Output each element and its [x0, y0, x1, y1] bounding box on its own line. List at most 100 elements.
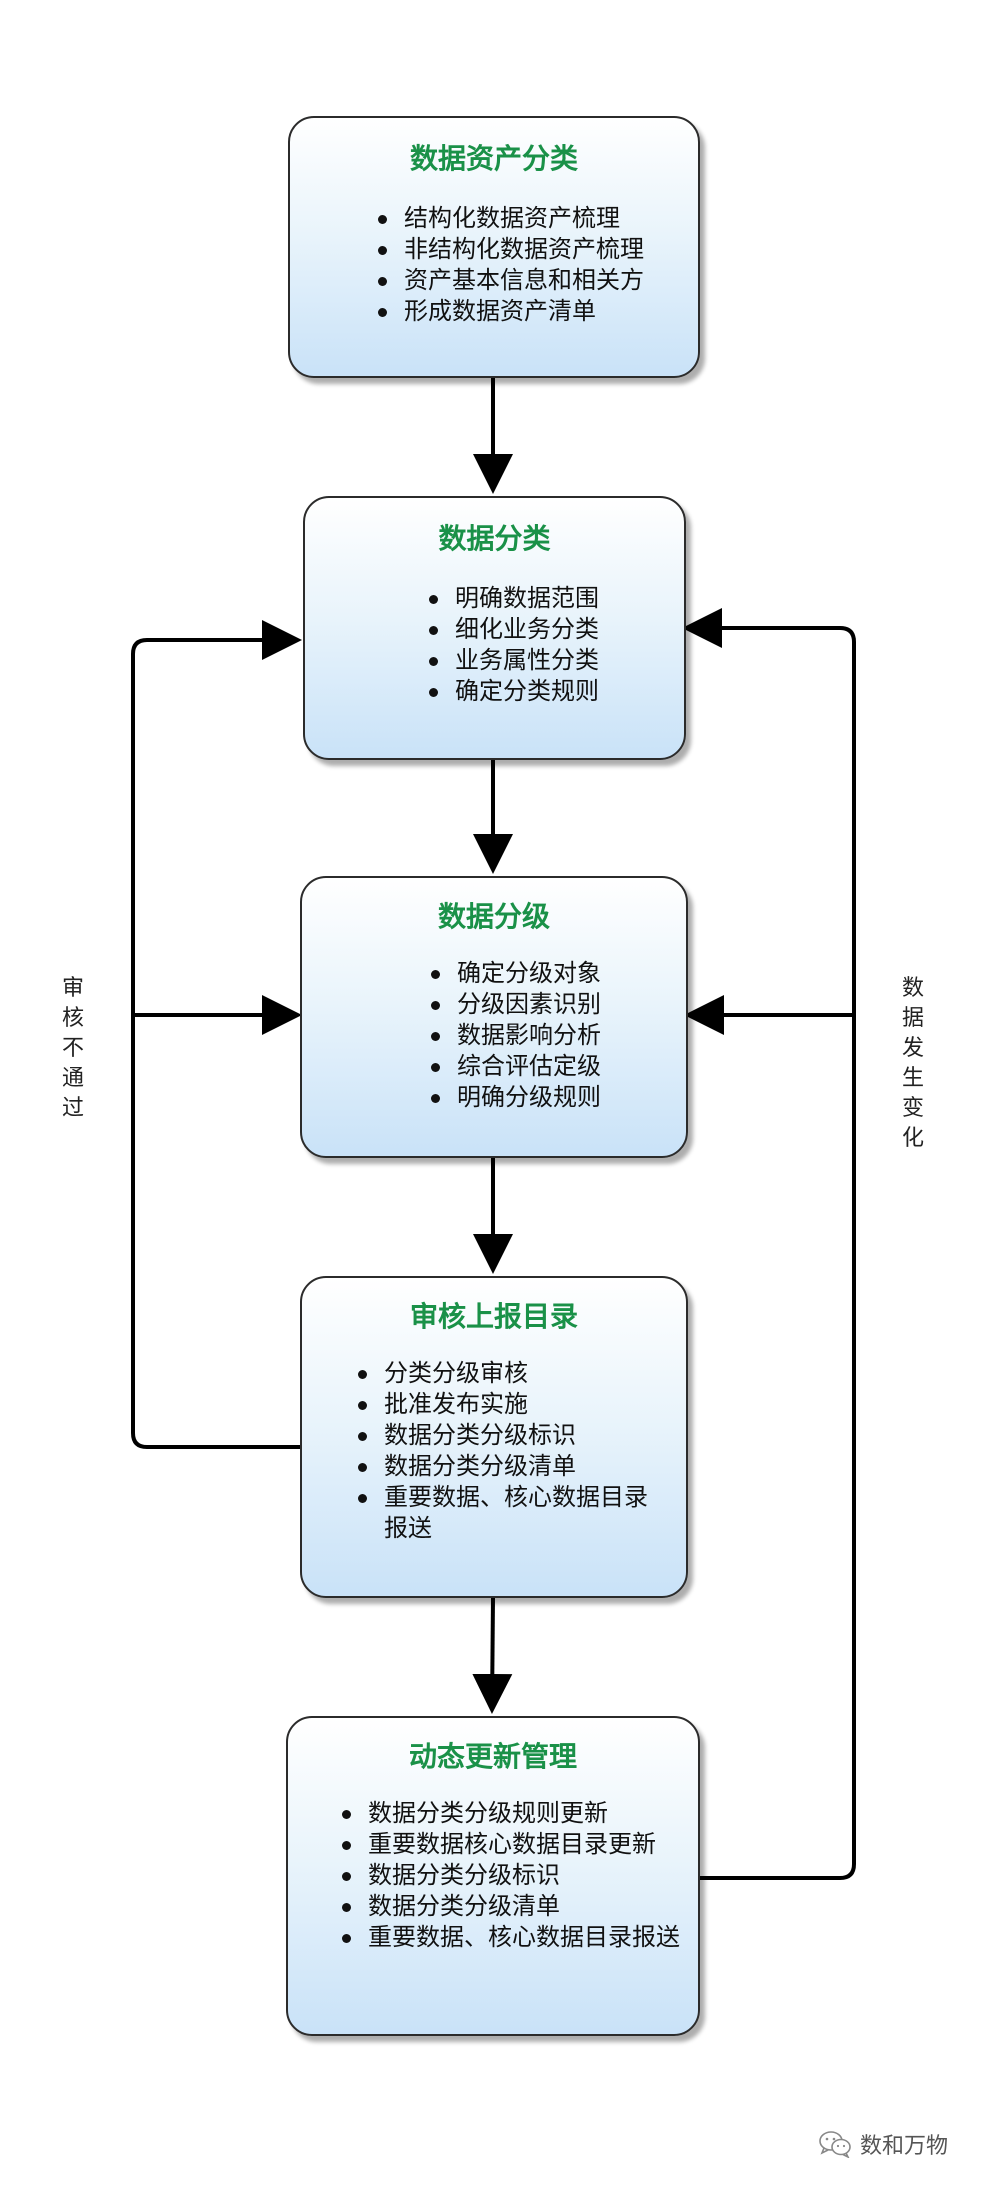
- list-item: 形成数据资产清单: [376, 296, 644, 327]
- bullet-icon: [431, 1001, 440, 1010]
- bullet-icon: [342, 1903, 351, 1912]
- bullet-icon: [431, 1032, 440, 1041]
- bullet-icon: [342, 1841, 351, 1850]
- bullet-icon: [378, 246, 387, 255]
- bullet-icon: [358, 1370, 367, 1379]
- list-item-text: 确定分类规则: [455, 677, 599, 705]
- list-item-text: 数据分类分级标识: [368, 1861, 560, 1889]
- list-item: 细化业务分类: [427, 614, 599, 645]
- list-item-text: 数据分类分级清单: [368, 1892, 560, 1920]
- label-char: 变: [901, 1096, 924, 1121]
- bullet-icon: [429, 657, 438, 666]
- box-title: 数据资产分类: [409, 142, 578, 175]
- list-item: 结构化数据资产梳理: [376, 203, 644, 234]
- box-item-list: 数据分类分级规则更新 重要数据核心数据目录更新 数据分类分级标识 数据分类分级清…: [340, 1798, 682, 1953]
- bullet-icon: [378, 215, 387, 224]
- bullet-icon: [342, 1872, 351, 1881]
- box-title: 数据分级: [437, 900, 550, 933]
- box-data-classification: 数据分类 明确数据范围 细化业务分类 业务属性分类 确定分类规则: [303, 496, 686, 760]
- bullet-icon: [358, 1432, 367, 1441]
- label-char: 发: [901, 1036, 924, 1061]
- arrow-review-to-update: [472, 1597, 513, 1714]
- list-item-text: 重要数据、核心数据目录报送: [368, 1923, 680, 1951]
- list-item: 数据分类分级标识: [356, 1420, 668, 1451]
- list-item-text: 结构化数据资产梳理: [404, 204, 620, 232]
- box-review-report-catalog: 审核上报目录 分类分级审核 批准发布实施 数据分类分级标识 数据分类分级清单 重…: [300, 1276, 688, 1598]
- list-item: 重要数据核心数据目录更新: [340, 1829, 682, 1860]
- list-item-text: 分类分级审核: [384, 1359, 528, 1387]
- list-item: 明确数据范围: [427, 583, 599, 614]
- box-title: 数据分类: [438, 522, 551, 555]
- bullet-icon: [342, 1810, 351, 1819]
- list-item: 分类分级审核: [356, 1358, 668, 1389]
- bullet-icon: [342, 1934, 351, 1943]
- label-char: 核: [61, 1006, 84, 1031]
- list-item: 数据影响分析: [429, 1020, 601, 1051]
- bullet-icon: [358, 1401, 367, 1410]
- list-item: 业务属性分类: [427, 645, 599, 676]
- box-title: 审核上报目录: [409, 1300, 578, 1333]
- label-char: 数: [901, 976, 924, 1001]
- box-dynamic-update-management: 动态更新管理 数据分类分级规则更新 重要数据核心数据目录更新 数据分类分级标识 …: [286, 1716, 700, 2036]
- list-item-text: 分级因素识别: [457, 990, 601, 1018]
- list-item-text: 明确数据范围: [455, 584, 599, 612]
- watermark-text: 数和万物: [860, 2134, 949, 2159]
- bullet-icon: [358, 1494, 367, 1503]
- list-item-text: 重要数据、核心数据目录报送: [384, 1483, 648, 1542]
- list-item-text: 综合评估定级: [457, 1052, 601, 1080]
- box-item-list: 结构化数据资产梳理 非结构化数据资产梳理 资产基本信息和相关方 形成数据资产清单: [376, 203, 644, 327]
- right-loop-label: 数据发生变化: [898, 974, 928, 1154]
- list-item-text: 数据分类分级标识: [384, 1421, 576, 1449]
- box-data-grading: 数据分级 确定分级对象 分级因素识别 数据影响分析 综合评估定级 明确分级规则: [300, 876, 688, 1158]
- label-char: 通: [61, 1066, 84, 1091]
- list-item-text: 批准发布实施: [384, 1390, 528, 1418]
- left-loop-label: 审核不通过: [58, 974, 88, 1124]
- bullet-icon: [429, 688, 438, 697]
- label-char: 审: [61, 976, 84, 1001]
- list-item: 数据分类分级清单: [356, 1451, 668, 1482]
- bullet-icon: [429, 626, 438, 635]
- list-item: 数据分类分级规则更新: [340, 1798, 682, 1829]
- list-item: 明确分级规则: [429, 1082, 601, 1113]
- list-item-text: 重要数据核心数据目录更新: [368, 1830, 656, 1858]
- box-item-list: 分类分级审核 批准发布实施 数据分类分级标识 数据分类分级清单 重要数据、核心数…: [356, 1358, 668, 1544]
- list-item-text: 资产基本信息和相关方: [404, 266, 644, 294]
- bullet-icon: [358, 1463, 367, 1472]
- bullet-icon: [431, 1063, 440, 1072]
- list-item: 综合评估定级: [429, 1051, 601, 1082]
- box-item-list: 明确数据范围 细化业务分类 业务属性分类 确定分类规则: [427, 583, 599, 707]
- list-item: 非结构化数据资产梳理: [376, 234, 644, 265]
- bullet-icon: [378, 308, 387, 317]
- list-item-text: 明确分级规则: [457, 1083, 601, 1111]
- bullet-icon: [378, 277, 387, 286]
- left-loop-line: [131, 620, 302, 1449]
- bullet-icon: [431, 1094, 440, 1103]
- right-loop-line: [682, 608, 856, 1880]
- bullet-icon: [429, 595, 438, 604]
- list-item: 数据分类分级清单: [340, 1891, 682, 1922]
- bullet-icon: [431, 970, 440, 979]
- list-item-text: 数据分类分级规则更新: [368, 1799, 608, 1827]
- label-char: 过: [61, 1096, 84, 1121]
- list-item-text: 确定分级对象: [457, 959, 601, 987]
- label-char: 不: [61, 1036, 84, 1061]
- list-item-text: 非结构化数据资产梳理: [404, 235, 644, 263]
- list-item: 分级因素识别: [429, 989, 601, 1020]
- box-data-asset-classification: 数据资产分类 结构化数据资产梳理 非结构化数据资产梳理 资产基本信息和相关方 形…: [288, 116, 700, 378]
- list-item-text: 数据分类分级清单: [384, 1452, 576, 1480]
- list-item-text: 细化业务分类: [455, 615, 599, 643]
- list-item-text: 形成数据资产清单: [404, 297, 596, 325]
- label-char: 化: [901, 1126, 924, 1151]
- watermark: 数和万物: [818, 2128, 948, 2160]
- list-item-text: 业务属性分类: [455, 646, 599, 674]
- label-char: 据: [901, 1006, 924, 1031]
- list-item: 资产基本信息和相关方: [376, 265, 644, 296]
- box-title: 动态更新管理: [408, 1740, 577, 1773]
- list-item: 重要数据、核心数据目录报送: [340, 1922, 682, 1953]
- list-item: 确定分类规则: [427, 676, 599, 707]
- list-item: 确定分级对象: [429, 958, 601, 989]
- list-item: 数据分类分级标识: [340, 1860, 682, 1891]
- label-char: 生: [901, 1066, 924, 1091]
